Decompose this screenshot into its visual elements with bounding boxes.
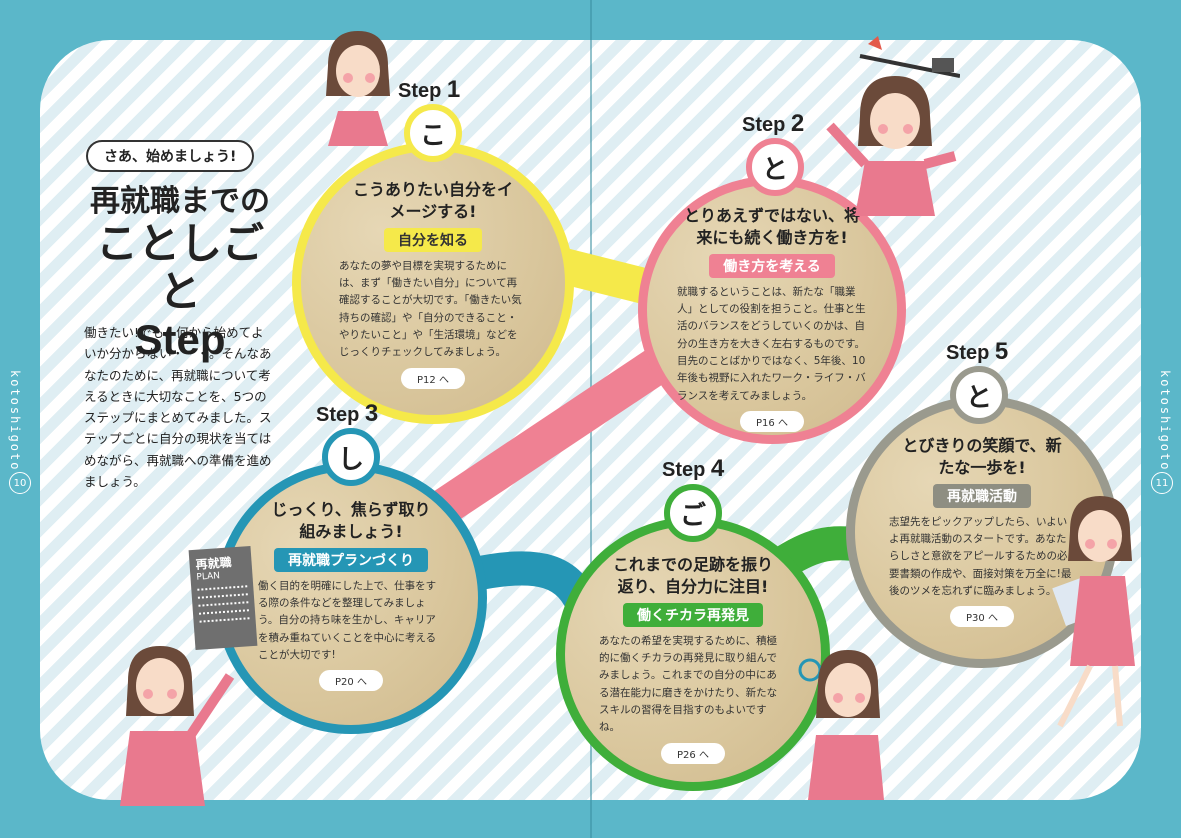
step5-chip: 再就職活動 xyxy=(933,483,1031,508)
step1-label: Step 1 xyxy=(398,76,461,103)
step3-badge: し xyxy=(322,428,380,486)
step4-label: Step 4 xyxy=(662,455,725,482)
step1-circle: こうありたい自分をイメージする! 自分を知る あなたの夢や目標を実現するためには… xyxy=(292,142,574,424)
step1-title: こうありたい自分をイメージする! xyxy=(353,180,514,222)
step5-page-link[interactable]: P30 へ xyxy=(950,606,1014,628)
step3-page-link[interactable]: P20 へ xyxy=(319,670,383,692)
step3-title: じっくり、焦らず取り組みましょう! xyxy=(271,500,431,542)
step1-page-link[interactable]: P12 へ xyxy=(401,367,465,389)
plan-notebook: 再就職 PLAN xyxy=(188,545,258,651)
step2-chip: 働き方を考える xyxy=(709,253,835,278)
step4-chip: 働くチカラ再発見 xyxy=(623,602,763,627)
intro-pill: さあ、始めましょう! xyxy=(86,140,255,172)
woman-illustration-5 xyxy=(1052,496,1135,728)
intro-body: 働きたい!でも、何から始めてよいか分からない・・・。そんなあなたのために、再就職… xyxy=(84,325,272,489)
left-page-number: 10 xyxy=(9,472,31,494)
step3-chip: 再就職プランづくり xyxy=(274,547,428,572)
step3-label: Step 3 xyxy=(316,400,379,427)
intro-title: 再就職までの ことしごと Step xyxy=(80,184,280,364)
step5-label: Step 5 xyxy=(946,338,1009,365)
step1-body: あなたの夢や目標を実現するためには、まず「働きたい自分」について再確認することが… xyxy=(339,259,522,359)
step2-title: とりあえずではない、将来にも続く働き方を! xyxy=(683,206,860,248)
step4-badge: ご xyxy=(664,484,722,542)
step2-badge: と xyxy=(746,138,804,196)
woman-illustration-1 xyxy=(326,31,390,146)
step4-title: これまでの足跡を振り返り、自分力に注目! xyxy=(612,555,773,597)
step2-page-link[interactable]: P16 へ xyxy=(740,410,804,432)
step4-circle: これまでの足跡を振り返り、自分力に注目! 働くチカラ再発見 あなたの希望を実現す… xyxy=(556,517,830,791)
woman-illustration-2 xyxy=(826,36,960,216)
connector-2-3 xyxy=(429,334,691,526)
intro-title-line1: 再就職までの xyxy=(90,184,270,219)
step2-circle: とりあえずではない、将来にも続く働き方を! 働き方を考える 就職するということは… xyxy=(638,176,906,444)
intro-title-line2: ことしごと xyxy=(95,218,264,316)
step3-body: 働く目的を明確にした上で、仕事をする際の条件などを整理してみましょう。自分の持ち… xyxy=(258,579,437,662)
notebook-sub: PLAN xyxy=(196,571,221,583)
right-page-number: 11 xyxy=(1151,472,1173,494)
intro-title-line3: Step xyxy=(134,316,226,364)
step3-circle: じっくり、焦らず取り組みましょう! 再就職プランづくり 働く目的を明確にした上で… xyxy=(215,462,487,734)
step2-label: Step 2 xyxy=(742,110,805,137)
woman-illustration-4 xyxy=(798,650,884,800)
step4-body: あなたの希望を実現するために、積極的に働くチカラの再発見に取り組んでみましょう。… xyxy=(599,634,778,734)
step5-badge: と xyxy=(950,366,1008,424)
step4-page-link[interactable]: P26 へ xyxy=(661,742,725,764)
step2-body: 就職するということは、新たな「職業人」としての役割を担うこと。仕事と生活のバラン… xyxy=(677,285,866,402)
step1-badge: こ xyxy=(404,104,462,162)
step1-chip: 自分を知る xyxy=(384,227,482,252)
step5-title: とびきりの笑顔で、新たな一歩を! xyxy=(902,436,1062,478)
woman-illustration-3 xyxy=(120,646,235,806)
step5-body: 志望先をピックアップしたら、いよいよ再就職活動のスタートです。あなたらしさと意欲… xyxy=(889,515,1072,598)
